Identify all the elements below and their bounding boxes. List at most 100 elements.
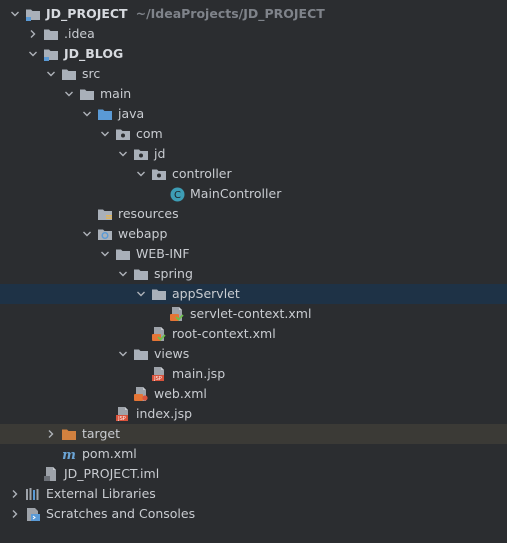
tree-item-label: controller — [172, 166, 232, 181]
tree-row-maincontroller[interactable]: C MainController — [0, 184, 507, 204]
chevron-down-icon[interactable] — [80, 104, 94, 124]
tree-row-external-libraries[interactable]: External Libraries — [0, 484, 507, 504]
tree-row-jd-blog[interactable]: JD_BLOG — [0, 44, 507, 64]
tree-item-label: appServlet — [172, 286, 240, 301]
project-path: ~/IdeaProjects/JD_PROJECT — [135, 6, 325, 21]
web-folder-icon — [97, 226, 113, 242]
tree-row-spring[interactable]: spring — [0, 264, 507, 284]
tree-row-main-jsp[interactable]: JSP main.jsp — [0, 364, 507, 384]
tree-row-target[interactable]: target — [0, 424, 507, 444]
svg-text:JSP: JSP — [117, 416, 126, 422]
tree-row-index-jsp[interactable]: JSP index.jsp — [0, 404, 507, 424]
iml-file-icon — [43, 466, 59, 482]
tree-row-java[interactable]: java — [0, 104, 507, 124]
svg-text:m: m — [62, 448, 76, 461]
tree-item-label: views — [154, 346, 190, 361]
chevron-down-icon[interactable] — [116, 344, 130, 364]
module-folder-icon — [25, 6, 41, 22]
tree-row-resources[interactable]: resources — [0, 204, 507, 224]
tree-item-label: MainController — [190, 186, 282, 201]
maven-icon: m — [61, 446, 77, 462]
folder-icon — [133, 266, 149, 282]
tree-item-label: root-context.xml — [172, 326, 276, 341]
svg-text:JSP: JSP — [153, 376, 162, 382]
tree-item-label: JD_PROJECT~/IdeaProjects/JD_PROJECT — [46, 6, 325, 21]
folder-icon — [133, 346, 149, 362]
tree-row-com[interactable]: com — [0, 124, 507, 144]
tree-item-label: spring — [154, 266, 193, 281]
chevron-down-icon[interactable] — [44, 64, 58, 84]
scratches-icon — [25, 506, 41, 522]
chevron-down-icon[interactable] — [80, 224, 94, 244]
tree-item-label: resources — [118, 206, 179, 221]
jsp-file-icon: JSP — [115, 406, 131, 422]
tree-item-label: pom.xml — [82, 446, 137, 461]
tree-row-idea[interactable]: .idea — [0, 24, 507, 44]
spring-xml-icon — [169, 306, 185, 322]
tree-item-label: Scratches and Consoles — [46, 506, 196, 521]
module-folder-icon — [43, 46, 59, 62]
jsp-file-icon: JSP — [151, 366, 167, 382]
tree-item-label: WEB-INF — [136, 246, 190, 261]
chevron-down-icon[interactable] — [62, 84, 76, 104]
tree-row-root-context-xml[interactable]: root-context.xml — [0, 324, 507, 344]
tree-item-label: java — [118, 106, 145, 121]
web-xml-icon — [133, 386, 149, 402]
java-class-icon: C — [169, 186, 185, 202]
chevron-right-icon[interactable] — [8, 484, 22, 504]
tree-row-src[interactable]: src — [0, 64, 507, 84]
tree-row-appservlet[interactable]: appServlet — [0, 284, 507, 304]
chevron-down-icon[interactable] — [98, 124, 112, 144]
tree-row-pom-xml[interactable]: m pom.xml — [0, 444, 507, 464]
resources-folder-icon — [97, 206, 113, 222]
tree-item-label: main.jsp — [172, 366, 226, 381]
tree-row-jd-project-iml[interactable]: JD_PROJECT.iml — [0, 464, 507, 484]
folder-icon — [115, 246, 131, 262]
tree-item-label: target — [82, 426, 121, 441]
tree-item-label: jd — [154, 146, 166, 161]
tree-item-label: JD_BLOG — [64, 46, 124, 61]
tree-row-webapp[interactable]: webapp — [0, 224, 507, 244]
chevron-down-icon[interactable] — [116, 144, 130, 164]
spring-xml-icon — [151, 326, 167, 342]
chevron-down-icon[interactable] — [26, 44, 40, 64]
package-icon — [115, 126, 131, 142]
chevron-down-icon[interactable] — [8, 4, 22, 24]
chevron-right-icon[interactable] — [26, 24, 40, 44]
tree-item-label: webapp — [118, 226, 168, 241]
tree-item-label: servlet-context.xml — [190, 306, 312, 321]
excluded-folder-icon — [61, 426, 77, 442]
tree-item-label: index.jsp — [136, 406, 193, 421]
tree-row-servlet-context-xml[interactable]: servlet-context.xml — [0, 304, 507, 324]
source-folder-icon — [97, 106, 113, 122]
tree-row-views[interactable]: views — [0, 344, 507, 364]
chevron-right-icon[interactable] — [44, 424, 58, 444]
folder-icon — [61, 66, 77, 82]
libraries-icon — [25, 486, 41, 502]
chevron-down-icon[interactable] — [116, 264, 130, 284]
tree-row-jd[interactable]: jd — [0, 144, 507, 164]
tree-row-scratches-and-consoles[interactable]: Scratches and Consoles — [0, 504, 507, 524]
folder-icon — [151, 286, 167, 302]
tree-item-label: main — [100, 86, 132, 101]
chevron-down-icon[interactable] — [98, 244, 112, 264]
tree-row-web-xml[interactable]: web.xml — [0, 384, 507, 404]
chevron-down-icon[interactable] — [134, 284, 148, 304]
tree-item-label: com — [136, 126, 163, 141]
tree-row-controller[interactable]: controller — [0, 164, 507, 184]
folder-icon — [43, 26, 59, 42]
chevron-down-icon[interactable] — [134, 164, 148, 184]
tree-item-label: .idea — [64, 26, 95, 41]
tree-row-jd-project[interactable]: JD_PROJECT~/IdeaProjects/JD_PROJECT — [0, 4, 507, 24]
tree-item-label: JD_PROJECT.iml — [64, 466, 160, 481]
folder-icon — [79, 86, 95, 102]
tree-row-web-inf[interactable]: WEB-INF — [0, 244, 507, 264]
tree-item-label: src — [82, 66, 101, 81]
tree-item-label: web.xml — [154, 386, 207, 401]
tree-row-main[interactable]: main — [0, 84, 507, 104]
svg-text:C: C — [174, 190, 181, 201]
package-icon — [133, 146, 149, 162]
package-icon — [151, 166, 167, 182]
chevron-right-icon[interactable] — [8, 504, 22, 524]
